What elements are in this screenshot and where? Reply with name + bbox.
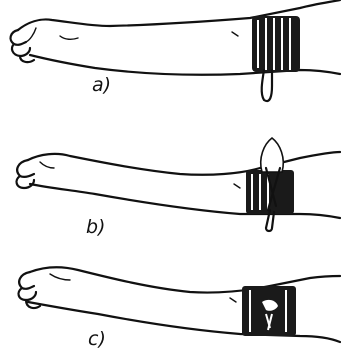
step-label-c: c)	[88, 330, 106, 349]
step-label-b: b)	[86, 218, 105, 237]
step-b: b)	[0, 118, 341, 233]
arm-illustration-c	[0, 238, 341, 353]
step-c: c)	[0, 238, 341, 353]
step-a: a)	[0, 0, 341, 115]
arm-illustration-a	[0, 0, 341, 115]
step-label-a: a)	[92, 76, 111, 95]
arm-illustration-b	[0, 118, 341, 233]
